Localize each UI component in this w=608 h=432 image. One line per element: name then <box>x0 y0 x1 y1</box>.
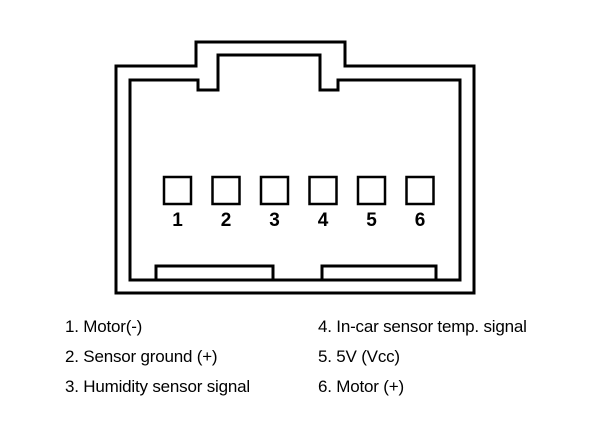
legend-column-right: 4. In-car sensor temp. signal 5. 5V (Vcc… <box>318 312 527 402</box>
pin-2-number: 2 <box>221 210 232 231</box>
pins-group: 1 2 3 4 5 6 <box>162 175 435 231</box>
connector-outer-shell <box>114 40 476 295</box>
connector-inner-wall <box>128 53 462 282</box>
pin-1-terminal <box>162 175 193 206</box>
legend-column-left: 1. Motor(-) 2. Sensor ground (+) 3. Humi… <box>65 312 250 402</box>
legend-item-pin-5: 5. 5V (Vcc) <box>318 347 400 366</box>
legend-item-pin-4: 4. In-car sensor temp. signal <box>318 317 527 336</box>
pin-4-number: 4 <box>318 210 329 231</box>
pin-legend: 1. Motor(-) 2. Sensor ground (+) 3. Humi… <box>0 312 608 422</box>
pin-5-terminal <box>356 175 387 206</box>
pin-6-number: 6 <box>415 210 426 231</box>
legend-item-pin-2: 2. Sensor ground (+) <box>65 347 218 366</box>
legend-item-pin-1: 1. Motor(-) <box>65 317 143 336</box>
pin-3-number: 3 <box>269 210 280 231</box>
legend-item-pin-3: 3. Humidity sensor signal <box>65 377 250 396</box>
connector-diagram: 1 2 3 4 5 6 <box>114 40 476 295</box>
pin-4-terminal <box>308 175 338 206</box>
pin-3-terminal <box>259 175 290 206</box>
legend-item-pin-6: 6. Motor (+) <box>318 377 404 396</box>
pin-1-number: 1 <box>172 210 183 231</box>
pin-2-terminal <box>211 175 241 206</box>
connector-bottom-key <box>154 264 438 280</box>
pin-5-number: 5 <box>366 210 377 231</box>
pin-6-terminal <box>405 175 435 206</box>
